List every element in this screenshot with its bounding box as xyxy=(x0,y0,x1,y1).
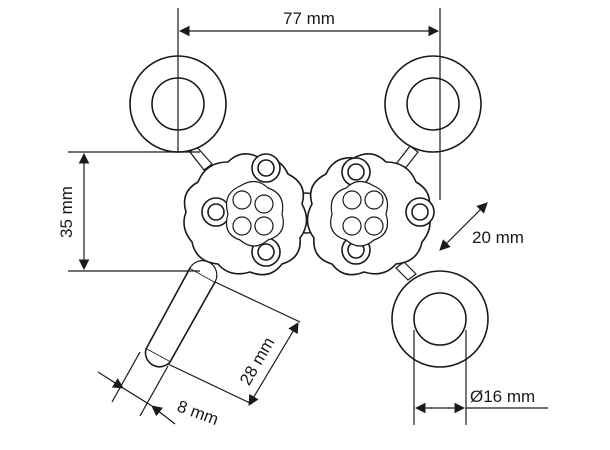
dimension-arm-width-label: 8 mm xyxy=(175,397,221,429)
ring-top-right xyxy=(384,55,482,153)
swivel-arm xyxy=(144,260,218,368)
anchor-plate-body xyxy=(129,55,489,368)
dimension-hole-spacing: 20 mm xyxy=(439,202,524,251)
dimension-height: 35 mm xyxy=(57,151,200,272)
dimension-width-label: 77 mm xyxy=(283,9,335,28)
dimension-width: 77 mm xyxy=(177,8,441,200)
dimension-ring-diameter: Ø16 mm xyxy=(413,330,548,425)
hub-left xyxy=(183,153,308,276)
dimension-hole-spacing-label: 20 mm xyxy=(472,228,524,247)
dimension-ring-diameter-label: Ø16 mm xyxy=(470,387,535,406)
dimension-arm-length-label: 28 mm xyxy=(236,334,278,389)
hub-right xyxy=(306,153,435,276)
ring-bottom-right xyxy=(391,270,489,368)
dimension-height-label: 35 mm xyxy=(57,186,76,238)
